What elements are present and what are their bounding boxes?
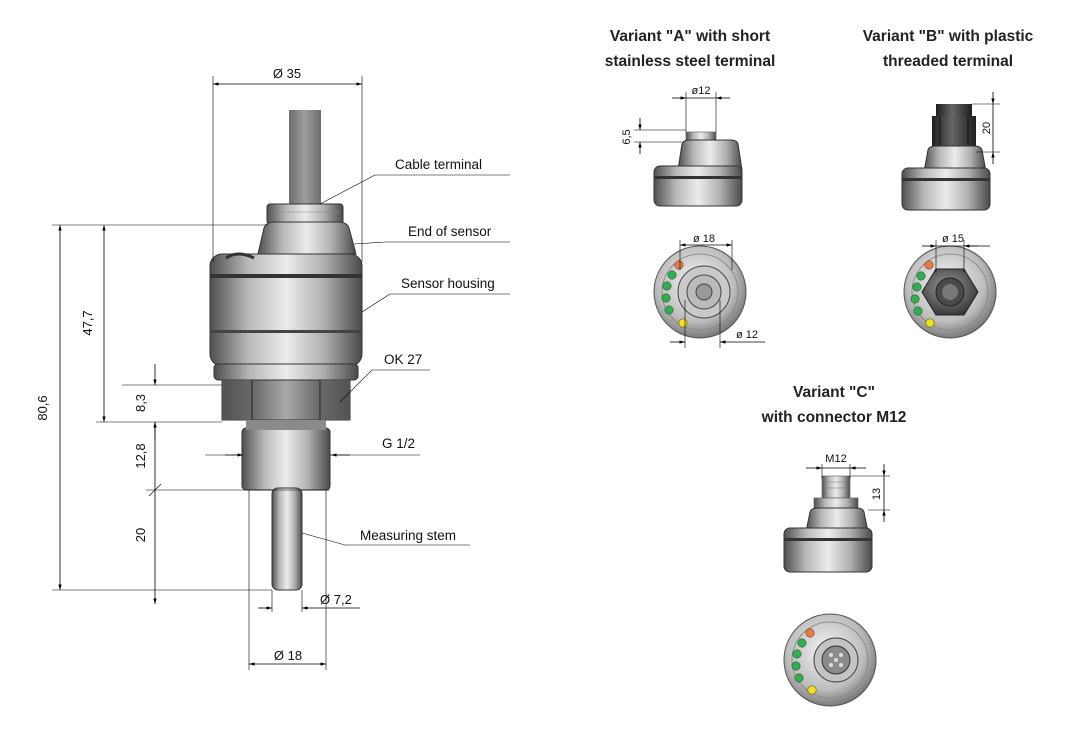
variant-a-led-green <box>661 293 671 303</box>
variant-a-dim-top-inner: ø 12 <box>736 329 758 341</box>
variant-a-led-green <box>664 305 674 315</box>
callout-sensor-housing: Sensor housing <box>401 276 495 291</box>
variant-a-dim-terminal-diameter: ø12 <box>692 85 711 97</box>
variant-b-led-green <box>913 306 923 316</box>
main-sensor-view: Ø 35 80,6 47,7 8,3 12,8 20 Ø 7,2 <box>35 66 510 670</box>
cable-terminal <box>266 203 344 225</box>
variant-c-led-green <box>791 661 801 671</box>
variant-c-led-yellow <box>807 685 817 695</box>
callout-end-of-sensor: End of sensor <box>408 224 492 239</box>
cable <box>289 110 321 206</box>
variant-a-heading-line2: stainless steel terminal <box>605 53 776 70</box>
variant-c-led-orange <box>805 628 815 638</box>
dim-height-total: 80,6 <box>35 395 50 420</box>
measuring-stem <box>271 487 303 591</box>
variant-a-heading-line1: Variant "A" with short <box>610 28 770 45</box>
dim-hex-height: 8,3 <box>133 394 148 412</box>
variant-b-led-orange <box>924 260 934 270</box>
variant-a-dim-top-outer: ø 18 <box>693 233 715 245</box>
variant-b-heading-line2: threaded terminal <box>883 53 1013 70</box>
variant-b-led-green <box>910 294 920 304</box>
variant-a: Variant "A" with short stainless steel t… <box>605 28 776 348</box>
variant-c-led-green <box>792 649 802 659</box>
variant-c-dim-connector-height: 13 <box>871 488 883 500</box>
callout-cable-terminal: Cable terminal <box>395 157 482 172</box>
variant-c: Variant "C" with connector M12 M12 13 <box>761 384 907 707</box>
housing-bottom-ring <box>213 363 359 381</box>
dim-stem-length: 20 <box>133 528 148 542</box>
variant-a-dim-terminal-height: 6,5 <box>621 129 633 144</box>
sensor-housing <box>209 253 363 367</box>
variant-b-led-green <box>916 271 926 281</box>
variant-b-led-yellow <box>925 318 935 328</box>
variant-b-led-green <box>912 282 922 292</box>
variant-b-heading-line1: Variant "B" with plastic <box>863 28 1034 45</box>
hex-nut <box>221 379 351 421</box>
variant-b-dim-top-diameter: ø 15 <box>942 233 964 245</box>
dim-thread-diameter: Ø 18 <box>274 648 302 663</box>
dim-diameter-top: Ø 35 <box>273 66 301 81</box>
variant-a-led-orange <box>674 260 684 270</box>
variant-a-led-green <box>662 281 672 291</box>
sensor-end-cap <box>257 221 357 255</box>
dim-thread-length: 12,8 <box>133 443 148 468</box>
variant-c-dim-connector: M12 <box>825 453 846 465</box>
dim-height-housing: 47,7 <box>80 310 95 335</box>
callout-thread: G 1/2 <box>382 436 415 451</box>
variant-c-heading-line2: with connector M12 <box>761 409 907 426</box>
variant-c-led-green <box>797 638 807 648</box>
callout-measuring-stem: Measuring stem <box>360 528 456 543</box>
dim-stem-diameter: Ø 7,2 <box>320 592 352 607</box>
variant-a-led-yellow <box>678 318 688 328</box>
variant-b-dim-terminal-height: 20 <box>981 122 993 134</box>
thread-g12 <box>241 427 331 491</box>
variant-c-led-green <box>794 673 804 683</box>
variant-a-led-green <box>667 270 677 280</box>
callout-hex: OK 27 <box>384 352 422 367</box>
variant-c-heading-line1: Variant "C" <box>793 384 875 401</box>
variant-b: Variant "B" with plastic threaded termin… <box>863 28 1034 339</box>
